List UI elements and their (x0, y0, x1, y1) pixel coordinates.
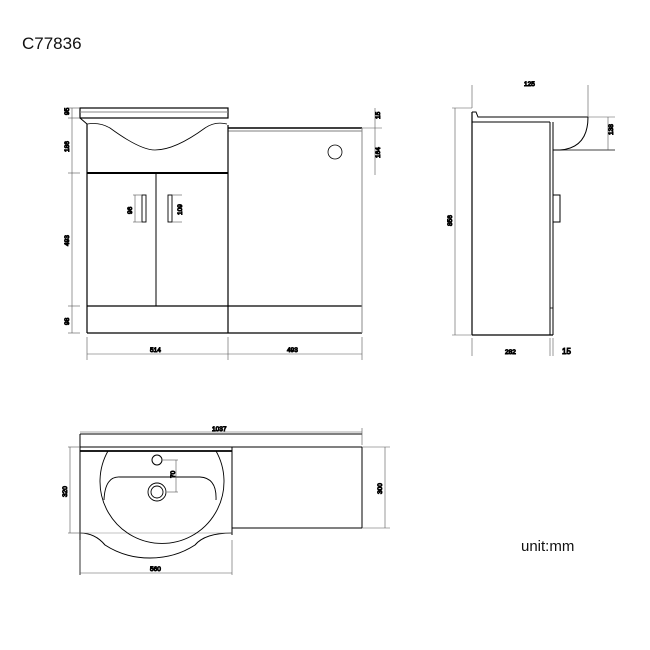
dim-tap-to-waste: 70 (170, 470, 177, 478)
front-view: 95 186 493 98 96 109 15 164 514 493 (64, 107, 383, 360)
dim-overall-height: 856 (447, 215, 454, 226)
dim-handle-right: 109 (177, 204, 184, 215)
unit-label: unit:mm (521, 538, 575, 555)
dim-basin-width: 560 (150, 566, 161, 573)
dim-wc-unit-depth: 300 (377, 483, 384, 494)
dim-plinth-height: 98 (64, 317, 71, 325)
dim-door-thickness: 15 (562, 347, 571, 356)
dim-handle-left: 96 (127, 206, 134, 214)
dim-overall-depth: 125 (524, 81, 535, 88)
dim-basin-depth: 320 (62, 486, 69, 497)
dim-basin-overhang-height: 138 (608, 124, 615, 135)
dim-wc-top-thickness: 15 (375, 111, 382, 119)
dim-basin-unit-width: 514 (150, 347, 161, 354)
side-view: 125 138 856 282 15 (447, 81, 616, 357)
dim-overall-width: 1037 (212, 426, 227, 433)
dim-basin-body-height: 186 (64, 141, 71, 152)
dim-wc-cutout-height: 164 (375, 147, 382, 158)
model-code: C77836 (22, 34, 82, 53)
dim-wc-unit-width: 493 (287, 347, 298, 354)
top-view: 1037 320 70 560 300 (62, 426, 390, 575)
dim-basin-top-height: 95 (64, 107, 71, 115)
dim-cabinet-depth: 282 (505, 349, 516, 356)
dim-door-height: 493 (64, 235, 71, 246)
